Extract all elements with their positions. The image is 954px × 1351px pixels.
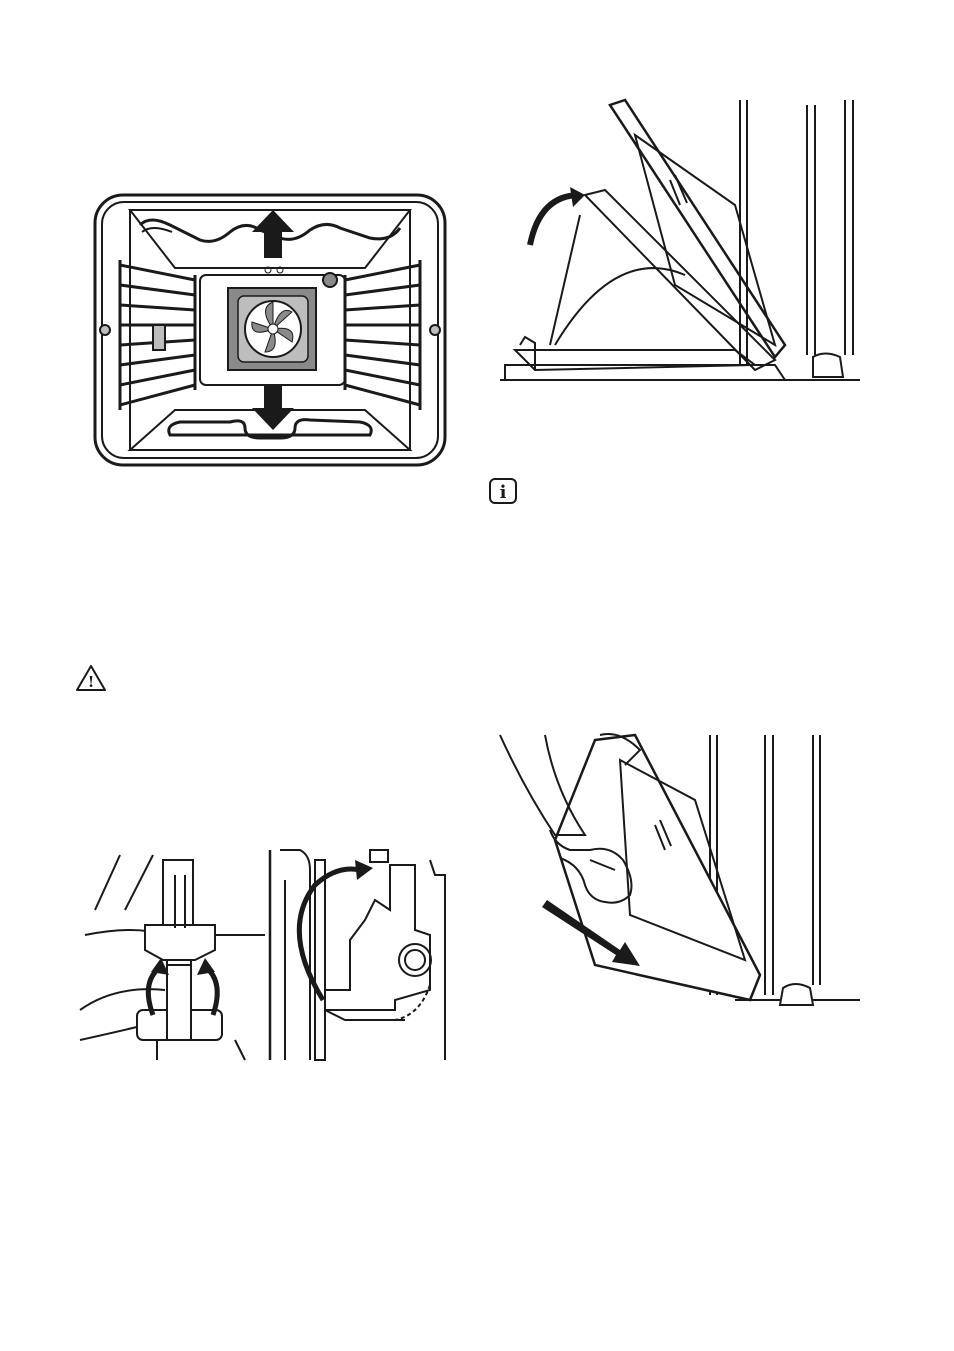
info-icon: i [489,478,517,504]
hinge-lever-illustration [75,840,455,1065]
warning-icon: ! [75,664,107,692]
door-removal-illustration [495,730,865,1010]
warning-glyph: ! [88,673,95,691]
oven-interior-illustration [80,180,460,480]
info-glyph: i [500,482,507,503]
door-tilt-illustration [495,95,865,390]
